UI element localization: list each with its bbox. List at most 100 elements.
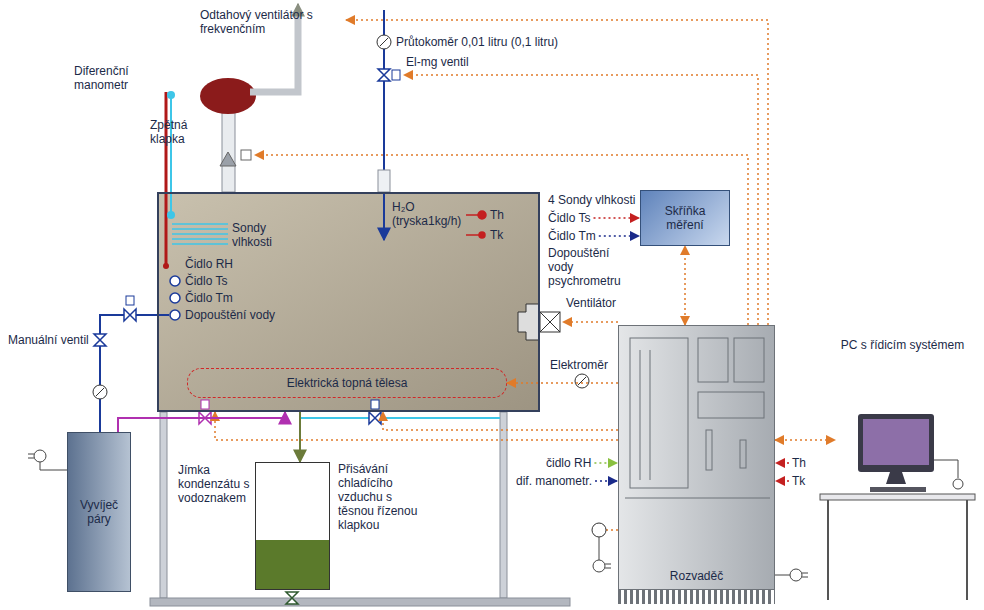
- chamber-fill: [157, 192, 540, 412]
- plug-symbol: [790, 569, 808, 581]
- fan-motor: [540, 312, 560, 332]
- exhaust-fan: [200, 78, 256, 114]
- power-cable: [775, 575, 790, 576]
- node-text: H₂O (tryska1kg/h): [392, 200, 476, 228]
- flow-meter: [377, 35, 391, 49]
- valve-servo: [126, 296, 134, 305]
- node-text: Skříňka měření: [645, 204, 725, 232]
- leader-line: [776, 480, 789, 482]
- node-text: Elektrická topná tělesa: [287, 376, 408, 390]
- test-chamber: Sondy vlhkostiČidlo RH Čidlo Ts Čidlo Tm Do…: [157, 192, 540, 412]
- monitor-screen: [863, 419, 929, 465]
- node-text: Čidlo Ts: [185, 274, 227, 288]
- part-label: Ventilátor: [566, 296, 616, 310]
- plug-symbol: [953, 479, 963, 489]
- table-leg: [966, 500, 968, 600]
- flap-servo: [241, 150, 251, 160]
- monitor-stand: [886, 472, 906, 484]
- node-text: Dopouštění vody: [185, 308, 275, 322]
- connector: [775, 439, 835, 441]
- part-label: Průtokoměr 0,01 litru (0,1 litru): [396, 35, 558, 49]
- part-label: Odtahový ventilátor s frekvenčním: [200, 8, 330, 36]
- temperature-marker: [466, 211, 486, 238]
- air-flap: [369, 412, 381, 424]
- valve-servo: [201, 400, 209, 409]
- part-label: Přisávání chladícího vzduchu s těsnou ří…: [338, 462, 422, 532]
- table-top: [820, 494, 975, 500]
- part-label: Diferenční manometr: [74, 64, 158, 92]
- table-leg: [827, 500, 829, 600]
- part-label: čidlo RH: [546, 456, 591, 470]
- control-pc: PC s řídicím systémem: [835, 338, 970, 488]
- leader-line: [594, 217, 640, 219]
- circulation-fan: [518, 304, 540, 340]
- node-text: Čidlo RH: [185, 257, 233, 271]
- el-mg-valve: [378, 69, 390, 81]
- part-label: Tk: [792, 474, 805, 488]
- part-label: Čidlo Tm: [548, 229, 596, 243]
- switchboard-fill: [618, 325, 775, 590]
- node-text: Čidlo Tm: [185, 291, 233, 305]
- ts-sensor: [170, 276, 180, 286]
- keyboard: [870, 487, 926, 492]
- part-label: dif. manometr.: [516, 474, 592, 488]
- monitor: [858, 414, 934, 472]
- part-label: Čidlo Ts: [548, 211, 590, 225]
- connector: [299, 412, 301, 462]
- connector: [507, 382, 618, 384]
- node-text: Vyvíječ páry: [70, 498, 128, 526]
- node-text: Sondy vlhkosti: [232, 221, 288, 249]
- connector: [118, 412, 285, 432]
- control-line: [215, 20, 768, 530]
- solenoid-valve: [124, 309, 136, 321]
- gauge-needle: [96, 388, 104, 396]
- switchboard: Rozvaděč: [618, 325, 775, 590]
- part-label: Dopouštění vody psychrometru: [548, 246, 638, 288]
- exhaust-pipe: [222, 108, 235, 192]
- fan-motor: [540, 312, 560, 332]
- node-text: Rozvaděč: [619, 569, 774, 583]
- stand-base: [150, 598, 570, 606]
- node-text: Th: [490, 208, 504, 222]
- power-cable: [599, 537, 600, 560]
- air-line: [300, 417, 500, 419]
- pipe-stub: [378, 170, 390, 192]
- flow-needle: [380, 38, 388, 46]
- leader-line: [599, 235, 639, 237]
- heater-elements: Elektrická topná tělesa: [187, 368, 507, 398]
- rh-sensor: [163, 263, 169, 269]
- gauge: [592, 523, 606, 537]
- part-label: Elektroměr: [550, 358, 608, 372]
- plug-symbol: [28, 450, 46, 462]
- meter-needle: [578, 377, 586, 385]
- valve-servo: [392, 70, 400, 80]
- leader-line: [776, 462, 789, 464]
- leader-line: [595, 480, 617, 482]
- stand-leg: [160, 412, 167, 598]
- connector: [684, 246, 686, 325]
- flap-servo: [371, 400, 379, 409]
- condensate-tank: Jímka kondenzátu s vodoznakem: [255, 462, 330, 590]
- manual-valve: [94, 334, 106, 346]
- manometer-tube: [170, 95, 172, 215]
- steam-generator: Vyvíječ páry: [67, 432, 131, 592]
- manometer-bulb: [167, 211, 175, 219]
- leader-line: [594, 462, 617, 464]
- humidity-probes: [172, 224, 228, 244]
- measurement-box: Skříňka měření: [640, 190, 730, 246]
- gauge: [93, 385, 107, 399]
- part-label: 4 Sondy vlhkosti: [548, 193, 635, 207]
- water-inlet: [170, 310, 180, 320]
- drain-valve: [286, 592, 298, 604]
- condensate: [256, 540, 329, 589]
- manometer-bulb: [167, 91, 175, 99]
- plug-symbol: [593, 560, 611, 572]
- part-label: Zpětná klapka: [150, 118, 212, 146]
- condensate-tank-fill: [255, 462, 330, 590]
- tm-sensor: [170, 293, 180, 303]
- switchboard-panels: [625, 338, 770, 498]
